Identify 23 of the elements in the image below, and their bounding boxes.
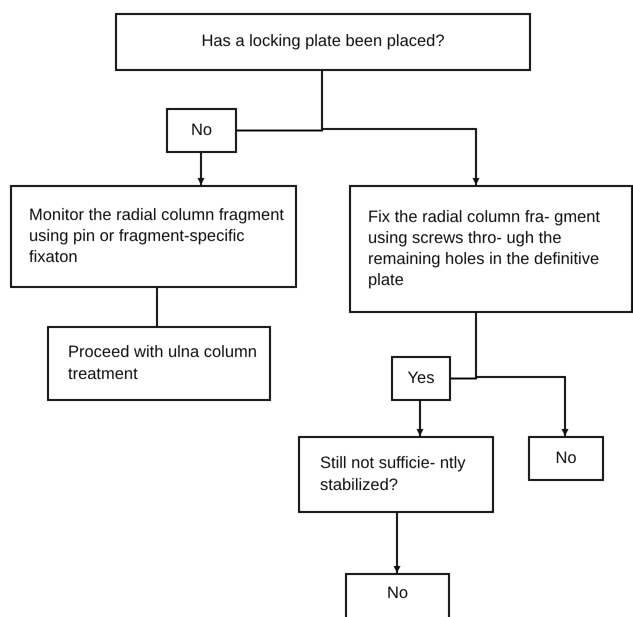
connector-arrow (416, 401, 424, 436)
process-box (10, 185, 297, 288)
box-text: Monitor the radial column fragment using pin or fragment-specific fixaton (29, 204, 285, 268)
process-box (349, 185, 633, 313)
connector-arrow (475, 313, 568, 436)
connector-arrow (321, 71, 480, 185)
process-box (298, 436, 494, 513)
connector-arrow (198, 153, 204, 185)
box-text: Proceed with ulna column treatment (68, 342, 258, 384)
process-box (115, 13, 531, 71)
connector-arrow (394, 513, 400, 573)
box-text: No (190, 120, 212, 141)
process-box (528, 436, 604, 481)
process-box (391, 356, 451, 401)
process-box (345, 573, 450, 617)
box-text: Fix the radial column fra- gment using screws thro- ugh the remaining holes in the definitive plate (368, 206, 602, 292)
box-text: Yes (408, 368, 434, 389)
box-text: No (386, 583, 408, 604)
box-text: Still not sufficie- ntly stabilized? (320, 453, 467, 496)
process-box (166, 108, 237, 153)
box-text: Has a locking plate been placed? (201, 31, 445, 52)
box-text: No (555, 448, 577, 469)
process-box (47, 326, 271, 401)
